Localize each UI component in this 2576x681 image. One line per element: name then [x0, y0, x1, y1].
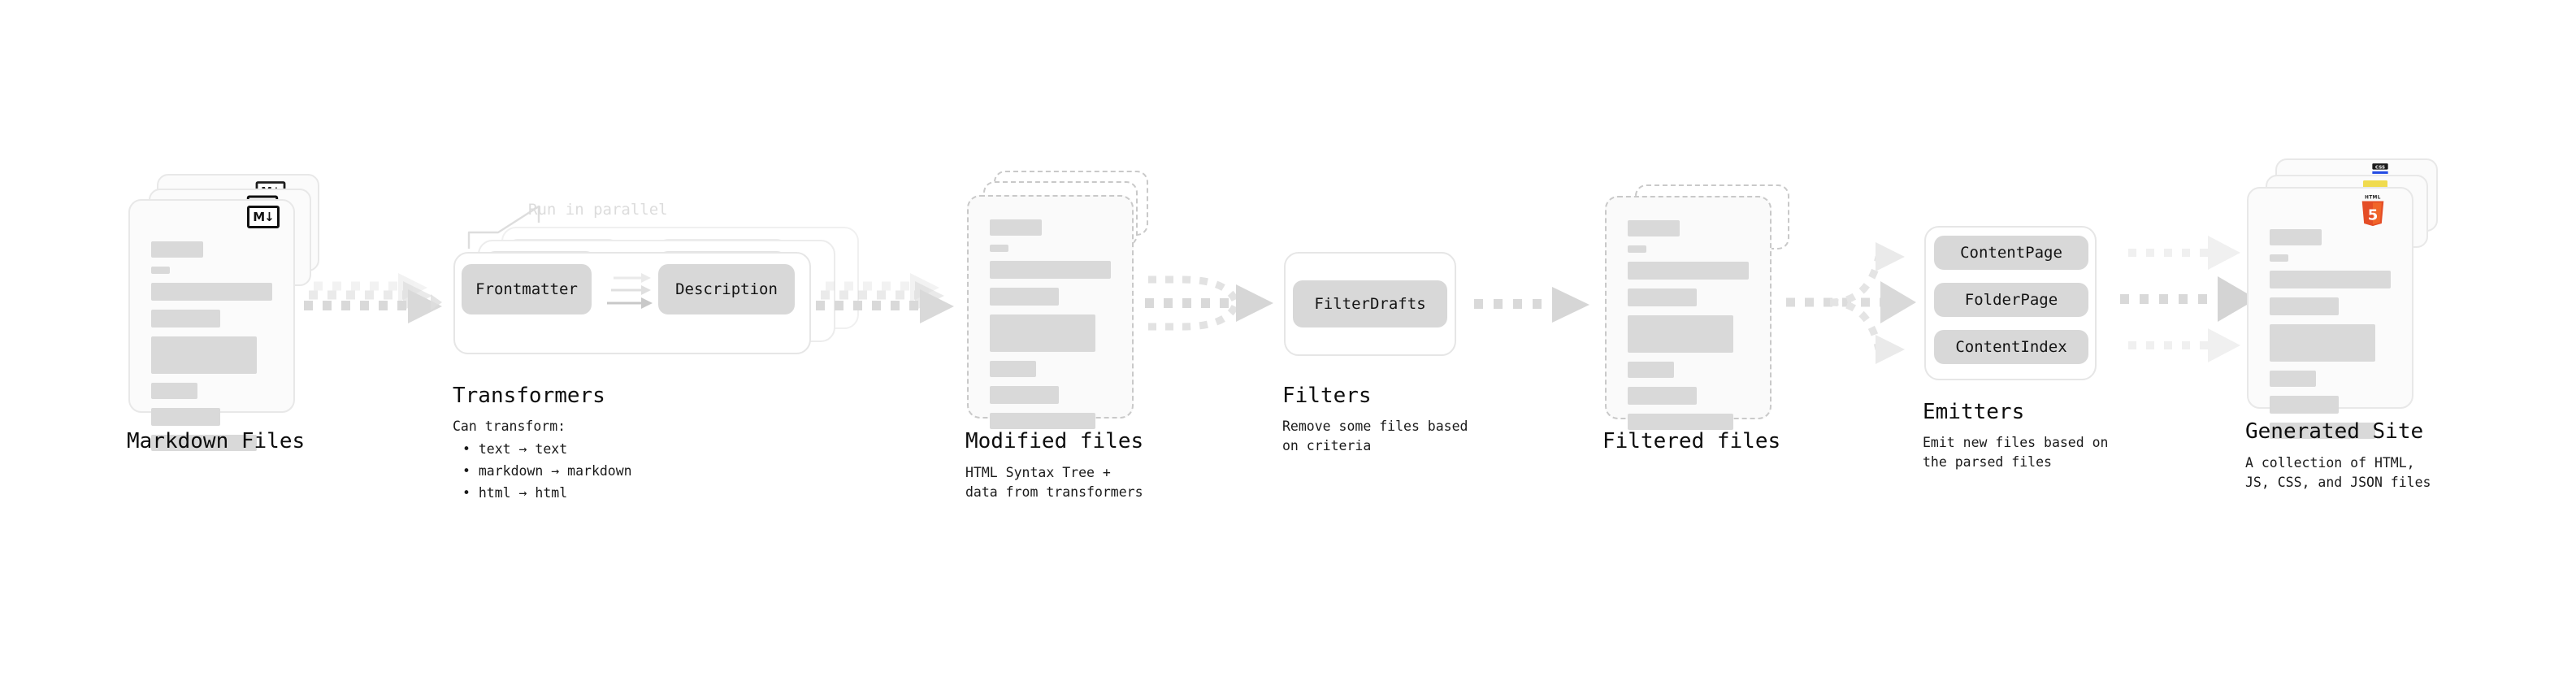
modified-files-subtitle-0: HTML Syntax Tree + [965, 465, 1111, 480]
transformers-subtitle-item-2: • html → html [462, 485, 568, 501]
transformer-chip-frontmatter[interactable]: Frontmatter [462, 264, 592, 314]
content-bar [151, 336, 257, 374]
filter-chip-filterdrafts[interactable]: FilterDrafts [1293, 280, 1447, 327]
content-bar [1628, 262, 1749, 280]
connector-modified-to-filters [1145, 275, 1273, 331]
filtered-card-bars [1628, 220, 1749, 439]
content-bar [151, 267, 170, 274]
connector-markdown-to-transformers [304, 273, 442, 323]
content-bar [1628, 362, 1674, 378]
emitters-title: Emitters [1923, 400, 2025, 424]
content-bar [1628, 245, 1646, 253]
transformer-internal-arrows [607, 273, 653, 309]
transformers-inbound-stub [431, 294, 442, 310]
connector-emitters-to-site [2120, 236, 2257, 362]
emitter-chip-contentpage[interactable]: ContentPage [1934, 236, 2088, 270]
content-bar [1628, 288, 1697, 306]
transformer-chip-description[interactable]: Description [658, 264, 795, 314]
content-bar [2270, 371, 2316, 387]
filters-title: Filters [1282, 384, 1372, 408]
run-in-parallel-label: Run in parallel [528, 201, 668, 219]
connector-filters-to-filtered [1474, 287, 1589, 323]
run-in-parallel-bracket [467, 205, 540, 249]
filtered-files-title: Filtered files [1602, 429, 1781, 453]
content-bar [1628, 220, 1680, 236]
emitter-chip-contentindex[interactable]: ContentIndex [1934, 330, 2088, 364]
content-bar [2270, 297, 2339, 315]
emitters-subtitle-0: Emit new files based on [1923, 435, 2109, 450]
generated-site-title: Generated Site [2245, 419, 2424, 444]
svg-text:5: 5 [2368, 206, 2379, 223]
content-bar [990, 314, 1095, 352]
filters-subtitle-1: on criteria [1282, 438, 1372, 453]
content-bar [2270, 254, 2288, 262]
content-bar [990, 261, 1111, 279]
connector-filtered-to-emitters [1786, 242, 1916, 364]
content-bar [990, 386, 1059, 404]
html5-icon: HTML 5 [2361, 196, 2384, 227]
modified-files-title: Modified files [965, 429, 1144, 453]
generated-site-subtitle-0: A collection of HTML, [2245, 455, 2415, 471]
transformers-subtitle-head: Can transform: [453, 419, 566, 434]
content-bar [990, 288, 1059, 306]
markdown-card-front [128, 199, 295, 451]
modified-files-subtitle-1: data from transformers [965, 484, 1143, 500]
modified-card-bars [990, 219, 1111, 438]
emitter-chip-folderpage[interactable]: FolderPage [1934, 283, 2088, 317]
svg-text:HTML: HTML [2365, 196, 2381, 201]
transformers-subtitle-item-0: • text → text [462, 441, 568, 457]
content-bar [990, 361, 1036, 377]
transformers-title: Transformers [453, 384, 605, 408]
connector-transformers-to-modified [816, 273, 954, 323]
filters-subtitle-0: Remove some files based [1282, 419, 1468, 434]
site-card-bars [2270, 229, 2391, 448]
content-bar [151, 435, 257, 451]
filtered-card-front [1605, 196, 1772, 430]
content-bar [151, 408, 220, 426]
content-bar [1628, 315, 1733, 353]
svg-text:CSS: CSS [2375, 166, 2385, 171]
content-bar [2270, 324, 2375, 362]
content-bar [2270, 229, 2322, 245]
transformers-subtitle-item-1: • markdown → markdown [462, 463, 632, 479]
content-bar [990, 219, 1042, 236]
emitters-subtitle-1: the parsed files [1923, 454, 2052, 470]
markdown-icon: M↓ [247, 206, 280, 228]
content-bar [151, 310, 220, 327]
content-bar [990, 245, 1008, 252]
content-bar [151, 383, 197, 399]
content-bar [2270, 271, 2391, 288]
markdown-card-bars [151, 241, 272, 460]
content-bar [151, 241, 203, 258]
generated-site-subtitle-1: JS, CSS, and JSON files [2245, 475, 2431, 490]
markdown-files-title: Markdown Files [127, 429, 306, 453]
content-bar [1628, 387, 1697, 405]
content-bar [1628, 414, 1733, 430]
content-bar [990, 413, 1095, 429]
content-bar [151, 283, 272, 301]
content-bar [2270, 396, 2339, 414]
modified-card-front [967, 195, 1134, 429]
site-card-front-html [2247, 187, 2413, 439]
content-bar [2270, 423, 2375, 439]
